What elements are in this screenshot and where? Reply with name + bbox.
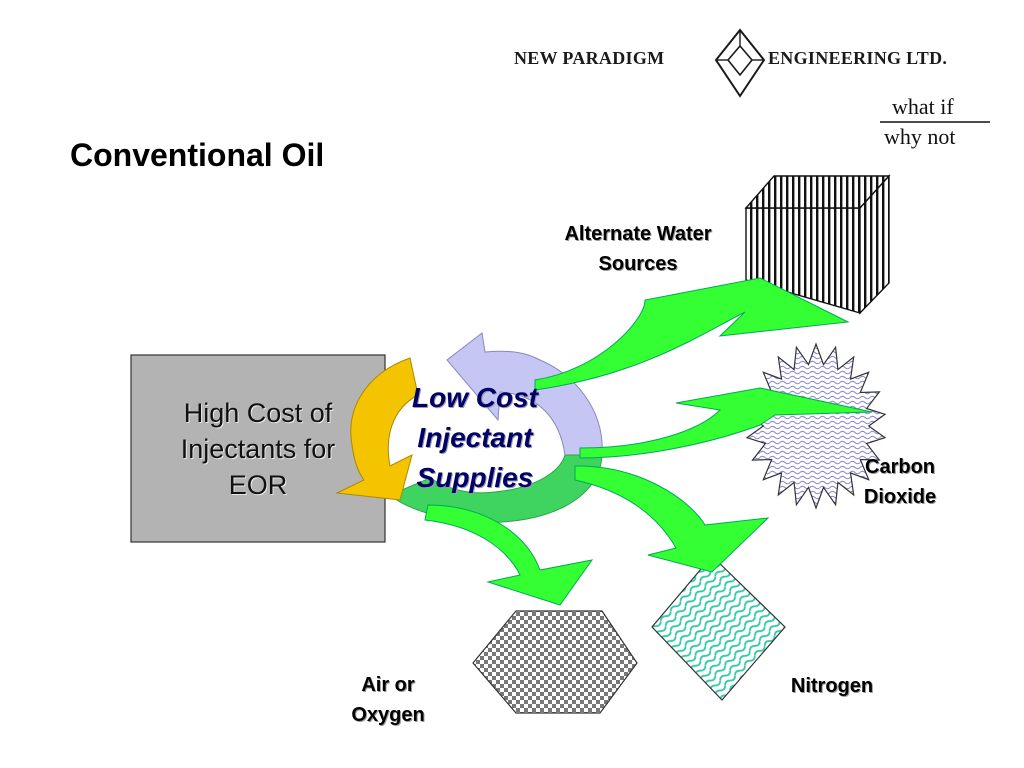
label-air-line-1: Air or bbox=[361, 674, 415, 696]
high-cost-text: High Cost of Injectants for EOR bbox=[131, 395, 385, 503]
label-nitrogen: Nitrogen bbox=[772, 671, 892, 701]
arrow-to-water bbox=[534, 277, 850, 391]
high-cost-box bbox=[130, 354, 386, 543]
logo-mark bbox=[714, 28, 766, 98]
label-co2-line-2: Dioxide bbox=[863, 486, 937, 508]
company-name-right: ENGINEERING LTD. bbox=[768, 48, 948, 68]
cycle-arrow-lavender bbox=[446, 332, 603, 456]
cycle-arrow-yellow bbox=[335, 357, 419, 501]
center-text: Low Cost Injectant Supplies bbox=[380, 378, 570, 498]
label-co2: Carbon Dioxide bbox=[855, 452, 945, 512]
label-water-line-1: Alternate Water bbox=[564, 223, 712, 245]
tagline-top: what if bbox=[892, 94, 954, 119]
high-cost-line-1: High Cost of bbox=[183, 398, 333, 428]
arrow-to-air bbox=[424, 504, 594, 606]
tagline-bottom: why not bbox=[884, 124, 956, 149]
page-title: Conventional Oil bbox=[70, 137, 325, 173]
label-water-line-2: Sources bbox=[598, 253, 678, 275]
center-line-2: Injectant bbox=[417, 422, 533, 453]
center-line-1: Low Cost bbox=[412, 382, 538, 413]
high-cost-line-2: Injectants for bbox=[180, 434, 336, 464]
high-cost-line-3: EOR bbox=[228, 470, 288, 500]
arrow-to-co2 bbox=[579, 387, 873, 459]
label-water: Alternate Water Sources bbox=[538, 219, 738, 279]
company-name-left: NEW PARADIGM bbox=[514, 48, 665, 68]
water-sources-box bbox=[744, 174, 891, 315]
center-line-3: Supplies bbox=[416, 462, 534, 493]
nitrogen-diamond bbox=[651, 555, 786, 701]
label-air-line-2: Oxygen bbox=[351, 704, 425, 726]
arrow-to-nitrogen bbox=[574, 465, 770, 573]
label-air: Air or Oxygen bbox=[333, 670, 443, 730]
label-nitrogen-line-1: Nitrogen bbox=[790, 675, 874, 697]
air-oxygen-hexagon bbox=[472, 610, 638, 714]
label-co2-line-1: Carbon bbox=[865, 456, 935, 478]
